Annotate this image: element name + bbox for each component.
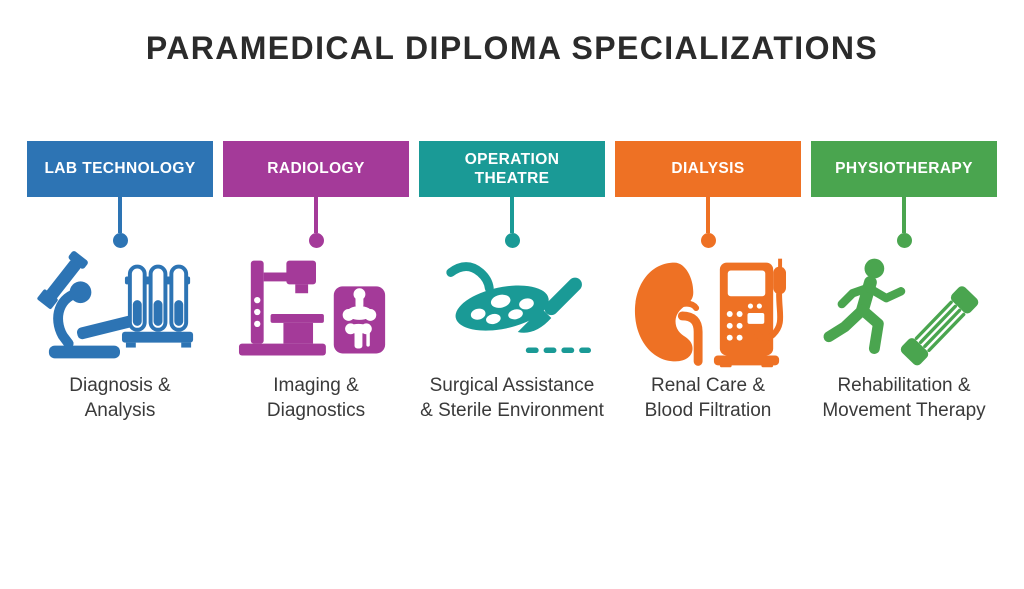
icon-wrap — [433, 256, 591, 368]
header-label-line1: RADIOLOGY — [267, 160, 365, 178]
icon-wrap — [629, 256, 787, 368]
radiology-caption: Imaging & Diagnostics — [209, 374, 423, 423]
icon-wrap — [823, 256, 983, 368]
specialization-column-lab-technology: LAB TECHNOLOGY — [27, 141, 213, 423]
kidney-and-dialysis-machine-icon — [634, 258, 787, 368]
operation-theatre-header-bar: OPERATION THEATRE — [419, 141, 605, 197]
header-label-line1: LAB TECHNOLOGY — [44, 160, 196, 178]
surgical-lamp-and-scalpel-icon — [446, 262, 591, 353]
connector-line — [314, 197, 318, 233]
caption-line1: Rehabilitation & — [837, 375, 971, 396]
radiology-header-bar: RADIOLOGY — [223, 141, 409, 197]
physiotherapy-caption: Rehabilitation & Movement Therapy — [797, 374, 1011, 423]
infographic-canvas: { "title": "PARAMEDICAL DIPLOMA SPECIALI… — [0, 30, 1024, 589]
connector-line — [118, 197, 122, 233]
connector-dot — [112, 233, 128, 248]
page-title: PARAMEDICAL DIPLOMA SPECIALIZATIONS — [145, 30, 879, 66]
specializations-row: LAB TECHNOLOGY — [0, 141, 1024, 423]
caption-line1: Imaging & — [273, 375, 359, 396]
header-label-line1: DIALYSIS — [671, 160, 745, 178]
connector-dot — [504, 233, 520, 248]
caption-line1: Surgical Assistance — [429, 375, 595, 396]
lab-technology-caption: Diagnosis & Analysis — [13, 374, 227, 423]
header-label-line1: OPERATION — [464, 150, 560, 168]
specialization-column-dialysis: DIALYSIS — [615, 141, 801, 423]
connector-dot — [700, 233, 716, 248]
specialization-column-operation-theatre: OPERATION THEATRE — [419, 141, 605, 423]
operation-theatre-caption: Surgical Assistance & Sterile Environmen… — [405, 374, 619, 423]
caption-line2: Analysis — [84, 399, 156, 421]
caption-line2: Blood Filtration — [644, 399, 772, 421]
caption-line2: Diagnostics — [266, 399, 366, 421]
caption-line1: Renal Care & — [650, 375, 766, 396]
runner-and-resistance-band-icon — [823, 258, 979, 366]
caption-line1: Diagnosis & — [69, 375, 171, 396]
caption-line2: & Sterile Environment — [420, 399, 604, 421]
connector-line — [902, 197, 906, 233]
caption-line2: Movement Therapy — [822, 399, 986, 421]
header-label-line1: PHYSIOTHERAPY — [835, 160, 973, 178]
physiotherapy-header-bar: PHYSIOTHERAPY — [811, 141, 997, 197]
icon-wrap — [37, 251, 199, 368]
dialysis-caption: Renal Care & Blood Filtration — [601, 374, 815, 423]
lab-technology-header-bar: LAB TECHNOLOGY — [27, 141, 213, 197]
microscope-and-test-tubes-icon — [37, 251, 194, 359]
connector-dot — [308, 233, 324, 248]
connector-line — [706, 197, 710, 233]
header-label-line2: THEATRE — [474, 170, 550, 187]
dialysis-header-bar: DIALYSIS — [615, 141, 801, 197]
connector-line — [510, 197, 514, 233]
xray-machine-and-knee-film-icon — [238, 260, 386, 356]
icon-wrap — [237, 256, 395, 368]
connector-dot — [896, 233, 912, 248]
specialization-column-physiotherapy: PHYSIOTHERAPY — [811, 141, 997, 423]
specialization-column-radiology: RADIOLOGY — [223, 141, 409, 423]
